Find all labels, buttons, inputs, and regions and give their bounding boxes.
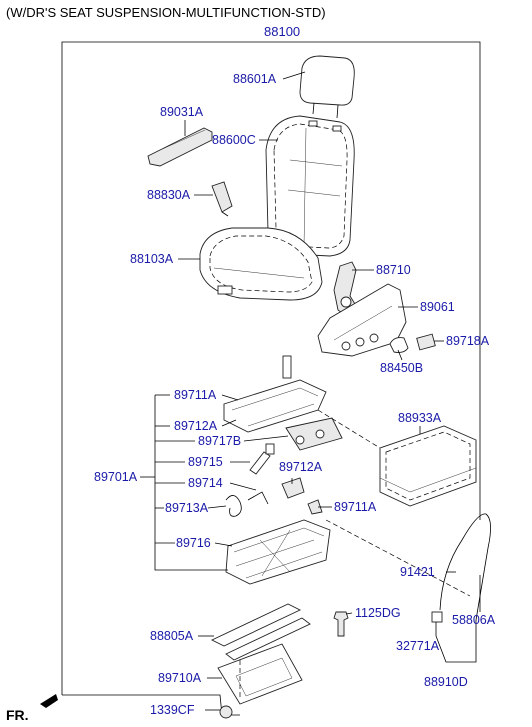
part-label-88103A[interactable]: 88103A — [130, 252, 174, 266]
part-label-58806A[interactable]: 58806A — [452, 613, 496, 627]
part-label-88710[interactable]: 88710 — [376, 263, 411, 277]
part-label-89716[interactable]: 89716 — [176, 536, 211, 550]
part-label-88910D[interactable]: 88910D — [424, 675, 468, 689]
upper-frame-drawing — [223, 355, 327, 433]
armrest-drawing — [147, 127, 213, 167]
rail-drawing — [210, 603, 311, 661]
part-label-88600C[interactable]: 88600C — [212, 133, 256, 147]
buckle-drawing — [211, 181, 233, 217]
part-label-89061[interactable]: 89061 — [420, 300, 455, 314]
harness-drawing — [225, 477, 323, 517]
part-label-89715[interactable]: 89715 — [188, 455, 223, 469]
leader-lines — [140, 71, 477, 711]
part-label-88805A[interactable]: 88805A — [150, 629, 194, 643]
assembly-number[interactable]: 88100 — [264, 24, 300, 39]
part-label-1125DG[interactable]: 1125DG — [355, 606, 401, 620]
diagram-title: (W/DR'S SEAT SUSPENSION-MULTIFUNCTION-ST… — [6, 5, 326, 20]
part-label-88450B[interactable]: 88450B — [380, 361, 423, 375]
part-label-89718A[interactable]: 89718A — [446, 334, 490, 348]
base-plate-drawing — [217, 643, 303, 705]
part-label-89714[interactable]: 89714 — [188, 476, 223, 490]
bolt-drawing — [333, 611, 349, 637]
part-label-88601A[interactable]: 88601A — [233, 72, 277, 86]
dash-lines — [239, 409, 471, 700]
part-label-89711A-2[interactable]: 89711A — [334, 500, 377, 514]
part-label-89701A[interactable]: 89701A — [94, 470, 138, 484]
motor-drawing — [285, 417, 343, 451]
seat-cushion-drawing — [199, 227, 323, 301]
part-label-32771A[interactable]: 32771A — [396, 639, 440, 653]
side-shield-drawing — [317, 283, 407, 357]
front-direction-label: FR. — [6, 707, 29, 723]
part-label-89711A[interactable]: 89711A — [174, 388, 217, 402]
part-label-89712A-2[interactable]: 89712A — [279, 460, 323, 474]
part-label-89710A[interactable]: 89710A — [158, 671, 202, 685]
part-label-89713A[interactable]: 89713A — [165, 501, 209, 515]
part-label-88830A[interactable]: 88830A — [147, 188, 191, 202]
nut-drawing — [219, 705, 233, 719]
part-label-88933A[interactable]: 88933A — [398, 411, 442, 425]
part-label-89712A[interactable]: 89712A — [174, 419, 218, 433]
lower-frame-drawing — [225, 519, 331, 585]
damper-drawing — [249, 443, 275, 475]
wiring-drawing — [431, 513, 491, 623]
part-label-91421[interactable]: 91421 — [400, 565, 435, 579]
cover-drawing — [379, 425, 477, 507]
headrest-drawing — [299, 55, 355, 119]
part-label-1339CF[interactable]: 1339CF — [150, 703, 195, 717]
front-direction-arrow-icon — [40, 694, 58, 708]
part-label-89717B[interactable]: 89717B — [198, 434, 241, 448]
part-label-89031A[interactable]: 89031A — [160, 105, 204, 119]
switch-drawing — [389, 333, 436, 353]
